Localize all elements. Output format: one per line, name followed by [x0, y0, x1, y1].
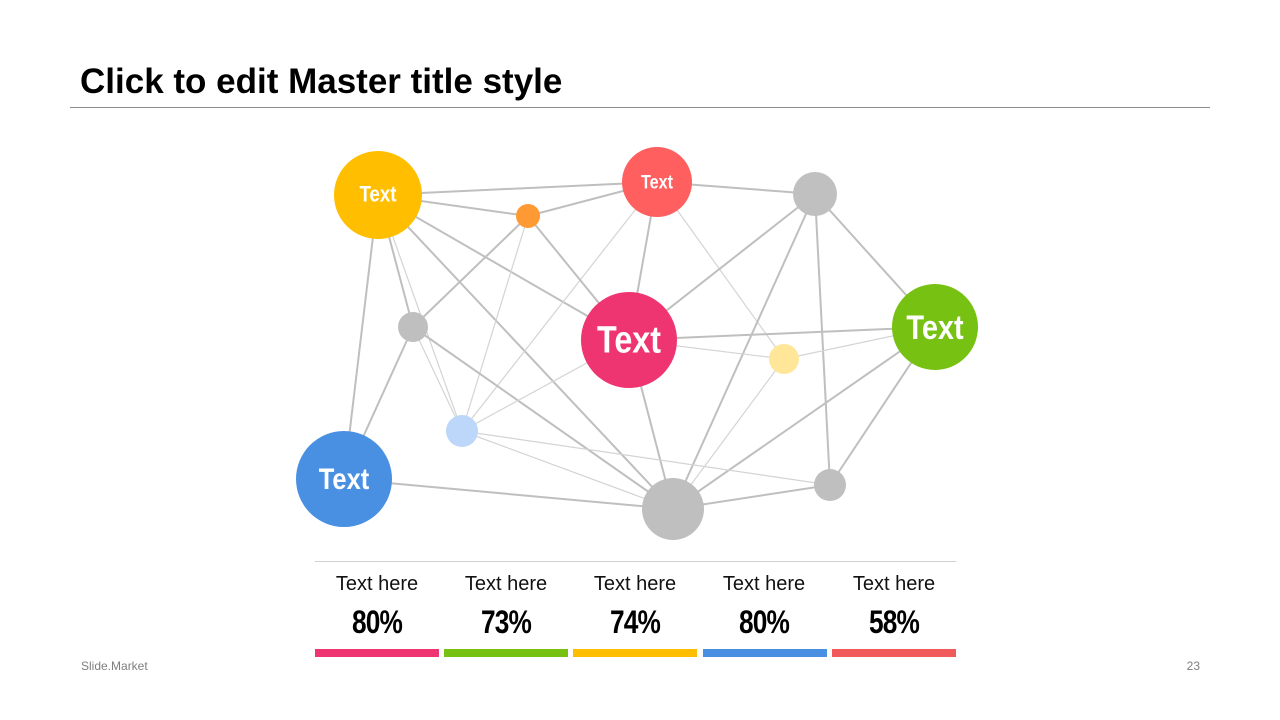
- stat-1-label: Text here: [335, 573, 419, 595]
- node-red: Text: [622, 147, 692, 217]
- stat-2: Text here 73%: [444, 568, 568, 644]
- stat-1-bar: [315, 649, 439, 657]
- stat-4-label: Text here: [722, 573, 806, 595]
- stat-5: Text here 58%: [832, 568, 956, 644]
- stats-divider: [315, 561, 956, 562]
- node-yellow-label: Text: [359, 183, 396, 207]
- stat-2-bar: [444, 649, 568, 657]
- node-yellow-circle: [334, 151, 422, 239]
- stat-1: Text here 80%: [315, 568, 439, 644]
- stat-4: Text here 80%: [702, 568, 826, 644]
- footer-brand: Slide.Market: [81, 659, 148, 673]
- node-red-label: Text: [641, 171, 673, 193]
- node-gray-top: [793, 172, 837, 216]
- node-gray-left-circle: [398, 312, 428, 342]
- node-green: Text: [892, 284, 978, 370]
- edge-light-yellow-gray-big: [672, 358, 785, 510]
- node-orange: [516, 204, 540, 228]
- stat-3-value: 74%: [609, 604, 661, 640]
- node-green-circle: [892, 284, 978, 370]
- node-red-circle: [622, 147, 692, 217]
- node-yellow: Text: [334, 151, 422, 239]
- node-pink-label: Text: [597, 319, 661, 361]
- edge-red-light-blue: [461, 181, 658, 432]
- stat-2-label: Text here: [464, 573, 548, 595]
- title-divider: [70, 107, 1210, 108]
- node-gray-left: [398, 312, 428, 342]
- edge-yellow-red: [377, 181, 658, 196]
- node-gray-big: [642, 478, 704, 540]
- edge-red-light-yellow: [656, 181, 785, 360]
- stat-4-value: 80%: [738, 604, 790, 640]
- node-gray-big-circle: [642, 478, 704, 540]
- node-light-blue: [446, 415, 478, 447]
- edge-green-gray-big: [672, 326, 936, 510]
- stat-5-bar: [832, 649, 956, 657]
- edge-yellow-gray-big: [377, 194, 674, 510]
- stat-5-value: 58%: [868, 604, 920, 640]
- node-blue: Text: [296, 431, 392, 527]
- node-light-blue-circle: [446, 415, 478, 447]
- edge-orange-light-blue: [461, 215, 529, 432]
- node-orange-circle: [516, 204, 540, 228]
- node-light-yellow-circle: [769, 344, 799, 374]
- edge-orange-gray-left: [412, 215, 529, 328]
- edge-gray-top-gray-right: [814, 193, 831, 486]
- slide-title: Click to edit Master title style: [80, 62, 563, 101]
- node-gray-right: [814, 469, 846, 501]
- node-light-yellow: [769, 344, 799, 374]
- edge-blue-gray-big: [343, 478, 674, 510]
- edge-light-blue-gray-big: [461, 430, 674, 510]
- stat-4-bar: [703, 649, 827, 657]
- stat-2-value: 73%: [480, 604, 532, 640]
- edge-yellow-pink: [377, 194, 630, 341]
- node-gray-top-circle: [793, 172, 837, 216]
- edge-gray-top-gray-big: [672, 193, 816, 510]
- node-blue-circle: [296, 431, 392, 527]
- node-pink: Text: [581, 292, 677, 388]
- edge-light-blue-gray-right: [461, 430, 831, 486]
- stat-3: Text here 74%: [573, 568, 697, 644]
- page-number: 23: [1186, 659, 1200, 673]
- node-green-label: Text: [906, 308, 964, 347]
- edge-gray-left-gray-big: [412, 326, 674, 510]
- stat-5-label: Text here: [852, 573, 936, 595]
- node-gray-right-circle: [814, 469, 846, 501]
- stat-1-value: 80%: [351, 604, 403, 640]
- edge-gray-left-light-blue: [412, 326, 463, 432]
- edge-pink-green: [628, 326, 936, 341]
- node-blue-label: Text: [319, 462, 370, 495]
- stat-3-bar: [573, 649, 697, 657]
- stat-3-label: Text here: [593, 573, 677, 595]
- node-pink-circle: [581, 292, 677, 388]
